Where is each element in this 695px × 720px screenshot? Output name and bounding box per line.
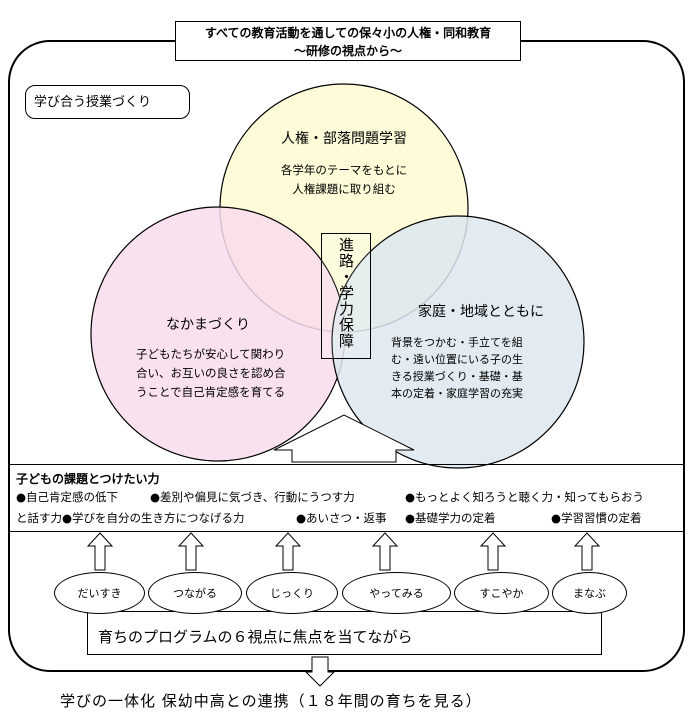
arrow-6 [573, 532, 601, 571]
circle-right-text: 背景をつかむ・手立てを組 む・遠い位置にいる子の生 きる授業づくり・基礎・基 本… [391, 334, 561, 402]
circle-top-text-line2: 人権課題に取り組む [292, 182, 396, 196]
title-line1: すべての教育活動を通しての保々小の人権・同和教育 [204, 26, 492, 40]
issue-item: ●自己肯定感の低下 [16, 490, 119, 504]
circle-left-text-line2: 合い、お互いの良さを認め合 [136, 366, 286, 380]
issue-item: ●基礎学力の定着 [405, 511, 496, 525]
arrow-5 [479, 532, 507, 571]
center-up-arrow [273, 414, 415, 463]
bottom-down-arrow [304, 656, 336, 687]
viewpoint-arrows [86, 532, 601, 571]
viewpoint-yattemiru: やってみる [342, 572, 451, 614]
program-label: 育ちのプログラムの６視点に焦点を当てながら [98, 628, 413, 646]
issue-item: ●あいさつ・返事 [296, 511, 387, 525]
arrow-4 [371, 532, 399, 571]
circle-left-text-line1: 子どもたちが安心して関わり [136, 347, 286, 361]
circle-right-text-line3: きる授業づくり・基礎・基 [391, 370, 523, 383]
arrow-1 [86, 532, 114, 571]
issue-item: と話す力●学びを自分の生き方につなげる力 [16, 511, 245, 525]
title-line2: ～研修の視点から～ [293, 44, 402, 58]
center-label: 進路・学力保障 [337, 237, 355, 349]
title-box: すべての教育活動を通しての保々小の人権・同和教育 ～研修の視点から～ [175, 21, 521, 61]
issues-box [8, 464, 685, 532]
section-label: 学び合う授業づくり [25, 85, 190, 119]
circle-left [90, 206, 346, 462]
viewpoint-daisuki: だいすき [54, 572, 145, 614]
viewpoint-jikkuri: じっくり [246, 572, 338, 614]
arrow-2 [177, 532, 205, 571]
viewpoint-sukoyaka: すこやか [454, 572, 549, 614]
circle-left-title: なかまづくり [166, 317, 250, 333]
circle-top-text-line1: 各学年のテーマをもとに [280, 163, 408, 177]
bottom-text: 学びの一体化 保幼中高との連携（１８年間の育ちを見る） [60, 692, 482, 710]
center-label-box: 進路・学力保障 [321, 233, 371, 359]
circle-right [331, 215, 585, 469]
circle-top-title: 人権・部落問題学習 [281, 131, 407, 147]
circle-right-text-line2: む・遠い位置にいる子の生 [391, 353, 523, 366]
issues-title: 子どもの課題とつけたい力 [16, 472, 160, 486]
circle-left-text-line3: うことで自己肯定感を育てる [136, 385, 286, 399]
issue-item: ●学習習慣の定着 [551, 511, 642, 525]
program-box: 育ちのプログラムの６視点に焦点を当てながら [87, 611, 602, 655]
circle-right-title: 家庭・地域とともに [418, 304, 544, 320]
circle-top-text: 各学年のテーマをもとに 人権課題に取り組む [244, 161, 444, 199]
circle-right-text-line1: 背景をつかむ・手立てを組 [391, 336, 523, 349]
viewpoint-tsunagaru: つながる [148, 572, 242, 614]
circle-left-text: 子どもたちが安心して関わり 合い、お互いの良さを認め合 うことで自己肯定感を育て… [136, 345, 336, 402]
issue-item: ●差別や偏見に気づき、行動にうつす力 [150, 490, 355, 504]
issue-item: ●もっとよく知ろうと聴く力・知ってもらおう [405, 490, 644, 504]
viewpoint-manabu: まなぶ [552, 572, 627, 614]
circle-right-text-line4: 本の定着・家庭学習の充実 [391, 387, 523, 400]
arrow-3 [274, 532, 302, 571]
